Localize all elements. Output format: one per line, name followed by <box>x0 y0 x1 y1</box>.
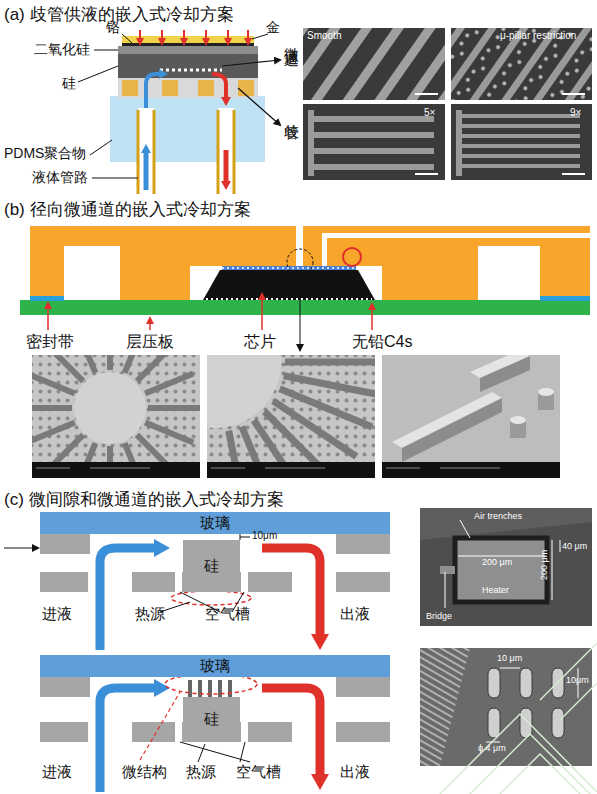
part-label: 出液 <box>340 764 370 781</box>
part-label: 200 μm <box>540 550 550 580</box>
part-label: Bridge <box>426 612 452 622</box>
watermark-lines <box>440 643 597 794</box>
part-label: 10μm <box>566 676 589 686</box>
figure-panel: (b) 径向微通道的嵌入式冷却方案 <box>0 195 597 485</box>
part-label: 液体管路 <box>32 170 88 185</box>
layer-label: 硅 <box>204 557 219 576</box>
part-label: Air trenches <box>474 512 522 522</box>
layer-block: 硅 <box>183 540 240 592</box>
manifold-cross-section <box>78 30 280 194</box>
part-label: 热源 <box>186 764 216 781</box>
layer-block: 玻璃 <box>40 655 390 677</box>
layer-label: 硅 <box>204 710 219 729</box>
part-label: 空气槽 <box>205 606 250 623</box>
part-label: 热源 <box>135 606 165 623</box>
radial-package <box>20 226 590 350</box>
part-label: 200 μm <box>482 558 512 568</box>
sem-micrographs-b <box>20 296 560 529</box>
part-label: 芯片 <box>244 333 276 351</box>
part-label: PDMS聚合物 <box>4 146 86 161</box>
part-label: 5× <box>424 107 435 118</box>
part-label: 微通道 <box>283 36 300 42</box>
figure-panel: (c) 微间隙和微通道的嵌入式冷却方案玻璃硅玻璃硅 <box>0 485 597 794</box>
part-label: 无铅C4s <box>352 333 412 351</box>
micro-gap-cross-sections <box>4 534 390 792</box>
panel-heading: (b) 径向微通道的嵌入式冷却方案 <box>4 198 251 221</box>
part-label: 出液 <box>340 606 370 623</box>
layer-block: 硅 <box>183 697 240 742</box>
layer-label: 玻璃 <box>200 657 230 676</box>
part-label: ϕ 4 μm <box>478 744 506 754</box>
layer-block: 玻璃 <box>40 512 390 534</box>
part-label: 硅 <box>62 76 76 91</box>
part-label: 进液 <box>42 606 72 623</box>
part-label: 金 <box>266 20 280 35</box>
sem-micrographs-a <box>303 28 592 180</box>
panel-heading: (c) 微间隙和微通道的嵌入式冷却方案 <box>4 488 284 511</box>
part-label: 空气槽 <box>236 764 281 781</box>
part-label: 40 μm <box>562 542 587 552</box>
part-label: 密封带 <box>26 333 74 351</box>
part-label: μ-pillar restriction <box>500 30 576 41</box>
part-label: Heater <box>482 586 509 596</box>
part-label: 进液 <box>42 764 72 781</box>
figure-panel: (a) 歧管供液的嵌入式冷却方案 <box>0 0 597 195</box>
part-label: Smooth <box>307 30 341 41</box>
layer-label: 玻璃 <box>200 514 230 533</box>
part-label: 10μm <box>252 530 277 541</box>
part-label: 层压板 <box>126 333 174 351</box>
part-label: 10 μm <box>497 654 522 664</box>
part-label: 9× <box>570 107 581 118</box>
part-label: 微结构 <box>122 764 167 781</box>
part-label: 歧管 <box>283 112 300 116</box>
part-label: 铬 <box>106 20 120 35</box>
part-label: 二氧化硅 <box>34 42 90 57</box>
